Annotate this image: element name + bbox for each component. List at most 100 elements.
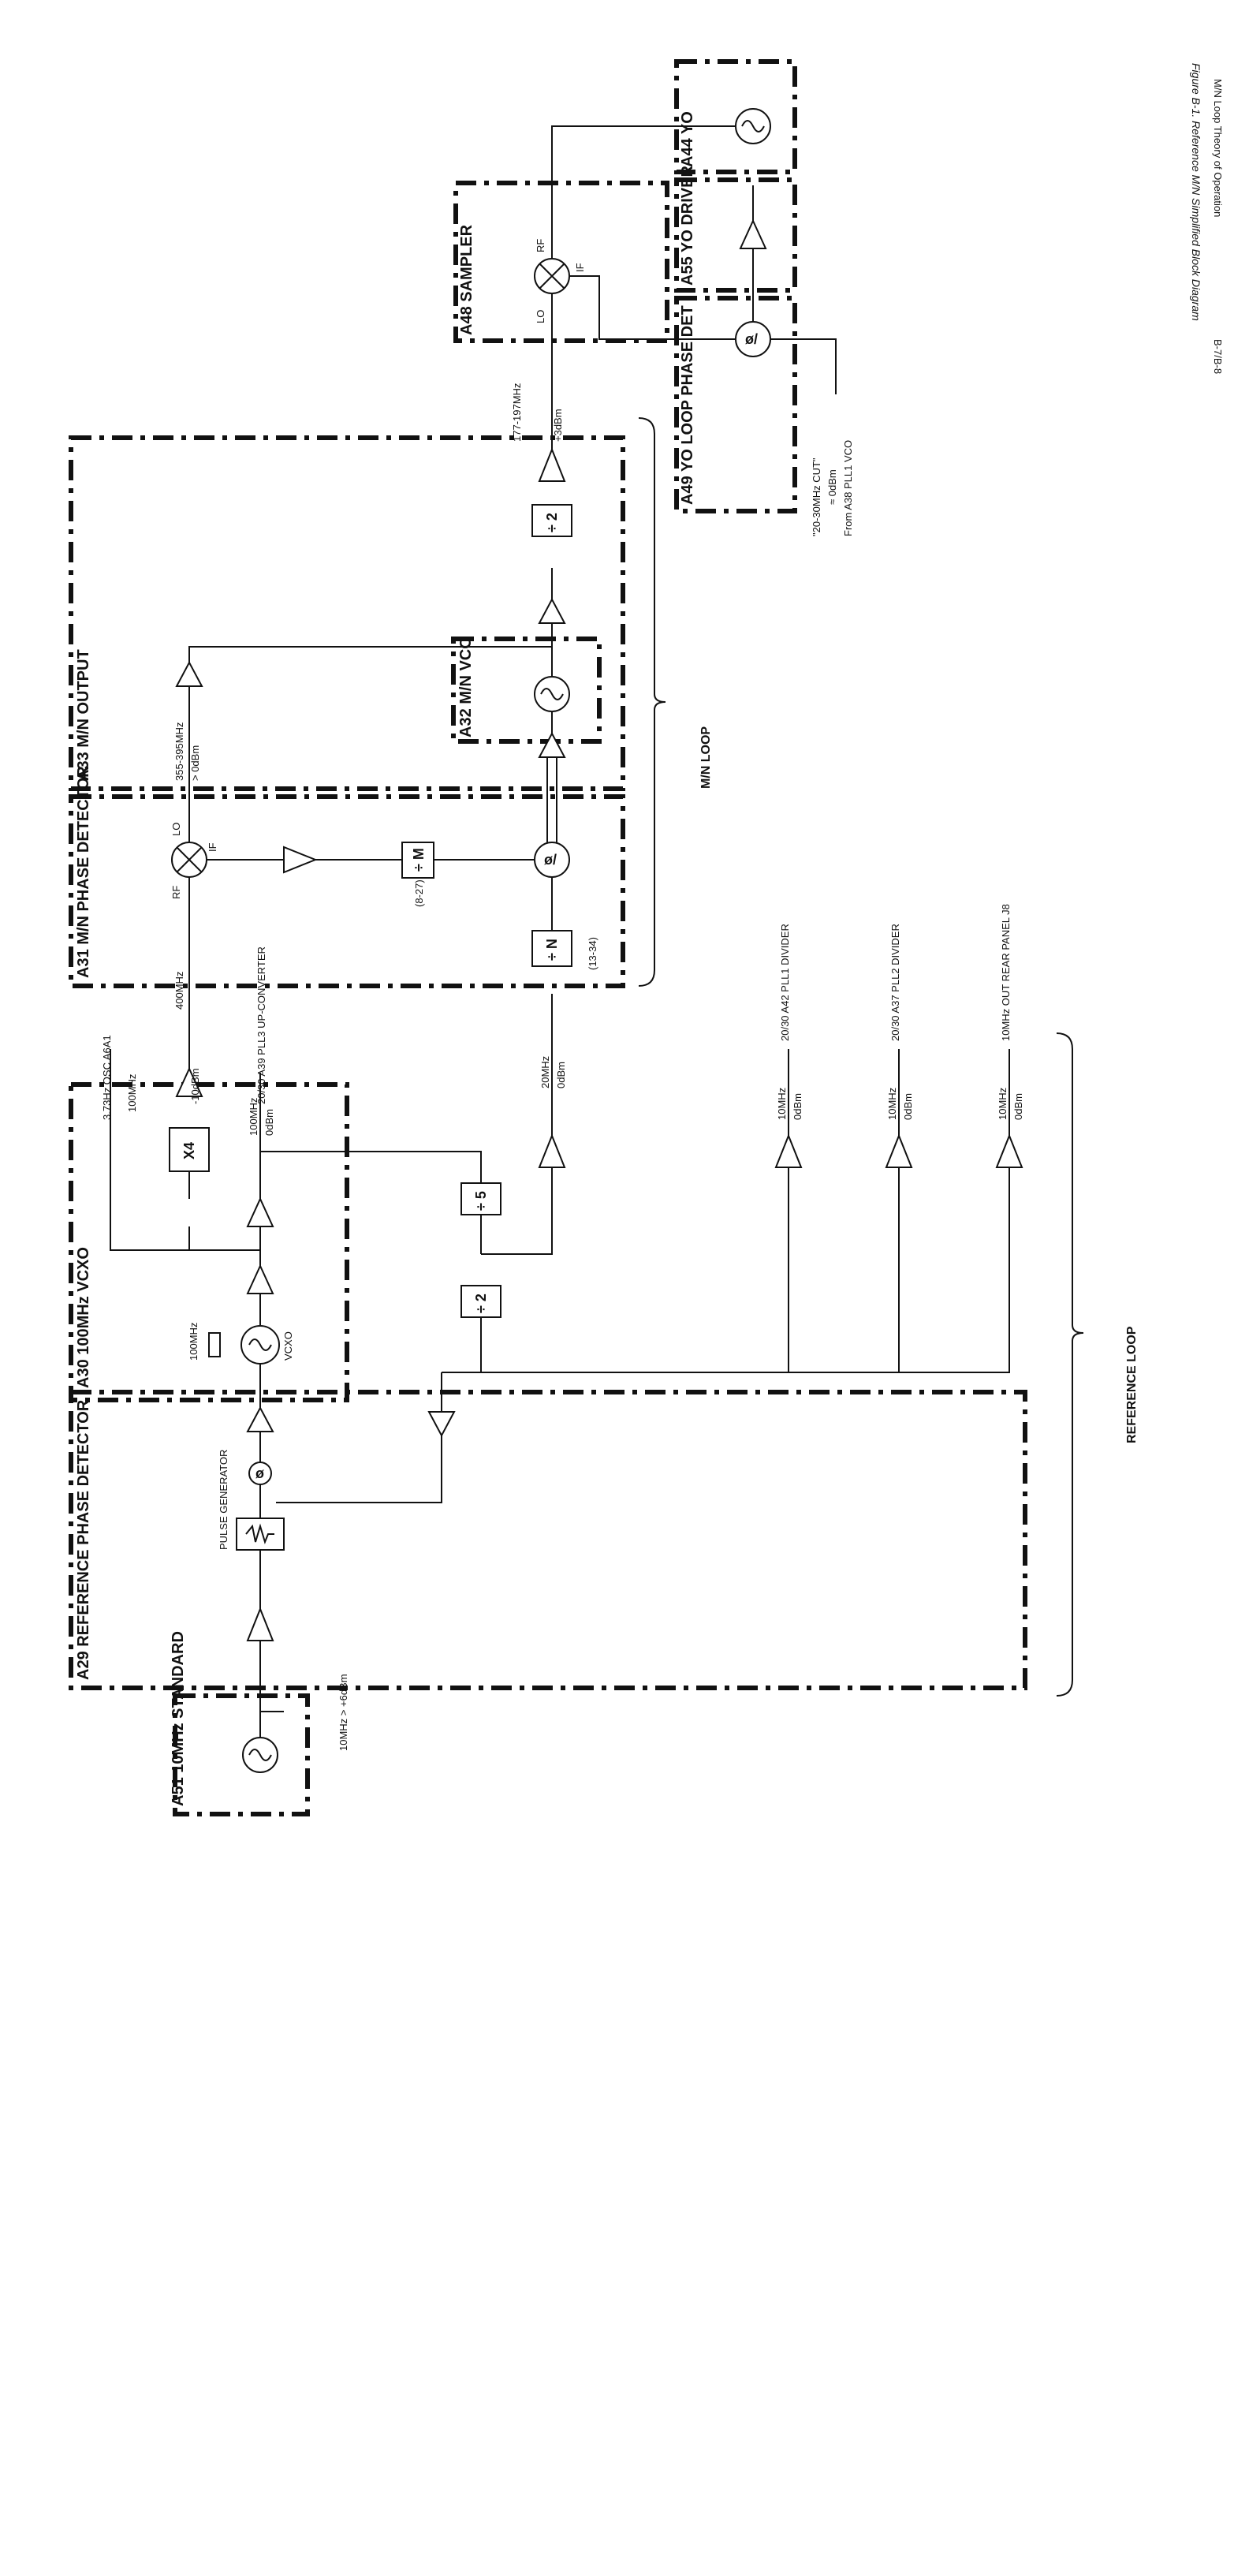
ref-amplifier-icon <box>246 1406 274 1432</box>
a48-title: A48 SAMPLER <box>458 224 475 335</box>
vco-band-label: 355-395MHz <box>173 722 185 781</box>
mn-loop-bracket: M/N LOOP <box>638 417 713 987</box>
a29-title: A29 REFERENCE PHASE DETECTOR <box>75 1399 92 1680</box>
s400-label: 400MHz <box>173 972 185 1010</box>
std-out-label: 10MHz > +6dBm <box>337 1674 349 1751</box>
crystal-label: 100MHz <box>188 1323 199 1361</box>
mixer-rf-label: RF <box>170 886 182 899</box>
svg-text:ø/: ø/ <box>745 331 758 347</box>
reference-loop-label: REFERENCE LOOP <box>1125 1326 1139 1443</box>
from-a38-label: From A38 PLL1 VCO <box>842 440 854 536</box>
ref-10mhz-amp-a-icon <box>774 1133 803 1168</box>
a33-block <box>69 435 625 791</box>
out-band-label: 177-197MHz <box>511 383 523 442</box>
feedback-amp-icon <box>427 1411 456 1438</box>
div5-label: ÷ 5 <box>473 1191 489 1211</box>
reference-loop-bracket: REFERENCE LOOP <box>1056 1032 1139 1697</box>
div5-block <box>460 1182 501 1215</box>
vcxo-100-label: 100MHz <box>126 1074 138 1112</box>
if-cut-label: "20-30MHz CUT" <box>811 457 822 536</box>
a33-title: A33 M/N OUTPUT <box>75 649 92 781</box>
a44-title: A44 YO <box>679 111 696 167</box>
a48-block <box>453 181 669 343</box>
crystal-icon <box>208 1332 221 1357</box>
j8-destination-label: 10MHz OUT REAR PANEL J8 <box>1000 904 1012 1041</box>
output-div2-block <box>531 504 572 537</box>
sampler-if-label: IF <box>574 263 586 272</box>
divM-block <box>401 842 434 879</box>
ref-10mhz-amp-b-icon <box>885 1133 913 1168</box>
s0dbm-b-label: 0dBm <box>555 1062 567 1088</box>
s10c-label: 10MHz <box>997 1088 1009 1120</box>
sampler-lo-label: LO <box>535 310 546 323</box>
a30-title: A30 100MHz VCXO <box>75 1247 92 1388</box>
yo-phase-detector-icon <box>735 321 771 357</box>
a51-block <box>173 1693 310 1816</box>
divN-block <box>531 930 572 967</box>
mn-loop-label: M/N LOOP <box>699 726 713 789</box>
vco-input-amp-icon <box>538 731 566 758</box>
a32-block <box>451 637 602 744</box>
a49-title: A49 YO LOOP PHASE DET <box>679 305 696 505</box>
divM-label: ÷ M <box>411 848 427 872</box>
a55-title: A55 YO DRIVER <box>679 166 696 286</box>
a31-block <box>69 794 625 988</box>
caption-page: B-7/B-8 <box>1212 339 1224 374</box>
s10b-label: 10MHz <box>886 1088 898 1120</box>
svg-text:ø/: ø/ <box>544 852 557 868</box>
signal-labels: 10MHz > +6dBm 100MHz 3.73Hz OSC A6A1 400… <box>101 383 1024 1751</box>
vcxo-amp1-icon <box>246 1264 274 1294</box>
figure-caption: Figure B-1. Reference M/N Simplified Blo… <box>1190 63 1224 374</box>
a42-destination-label: 20/30 A42 PLL1 DIVIDER <box>779 924 791 1041</box>
vco-level-label: > 0dBm <box>189 745 201 781</box>
vcxo-label: VCXO <box>282 1331 294 1361</box>
if-level-label: ≈ 0dBm <box>826 469 838 505</box>
s10a-label: 10MHz <box>776 1088 788 1120</box>
m-range-label: (8-27) <box>413 879 425 907</box>
output-div2-label: ÷ 2 <box>544 513 560 532</box>
output-amp-icon <box>538 447 566 482</box>
yo-driver-icon <box>739 218 767 249</box>
mn-phase-detector-icon <box>534 842 570 878</box>
x4-multiplier-block <box>169 1127 210 1172</box>
pulse-generator-block <box>236 1518 285 1551</box>
x4-amp-icon <box>175 1066 203 1097</box>
a32-title: A32 M/N VCO <box>457 637 475 737</box>
std-amplifier-icon <box>246 1607 274 1641</box>
vco-feedback-amp-icon <box>175 660 203 687</box>
ref-10mhz-amp-c-icon <box>995 1133 1023 1168</box>
a39-destination-label: 20/30 A39 PLL3 UP-CONVERTER <box>255 946 267 1104</box>
s100b-label: 100MHz <box>248 1098 259 1136</box>
mixer-if-label: IF <box>207 842 218 852</box>
pulse-generator-label: PULSE GENERATOR <box>218 1450 229 1550</box>
divN-label: ÷ N <box>544 939 560 961</box>
a37-destination-label: 20/30 A37 PLL2 DIVIDER <box>889 924 901 1041</box>
vcxo-amp2-icon <box>246 1197 274 1227</box>
s0dbm-d-label: 0dBm <box>902 1093 914 1120</box>
out-level-label: +3dBm <box>552 409 564 442</box>
a49-block <box>674 296 797 513</box>
a29-block <box>69 1390 1027 1690</box>
osc-destination-label: 3.73Hz OSC A6A1 <box>101 1035 113 1120</box>
s0dbm-a-label: 0dBm <box>263 1109 275 1136</box>
caption-section: M/N Loop Theory of Operation <box>1212 79 1224 217</box>
a51-title: A51 10MHz STANDARD <box>170 1631 187 1806</box>
a55-block <box>674 177 797 293</box>
div2-block <box>460 1285 501 1318</box>
svg-text:ø: ø <box>255 1465 264 1481</box>
m10dbm-label: -10dBm <box>189 1068 201 1104</box>
if-amp-icon <box>283 846 318 874</box>
ref-20mhz-amp-icon <box>538 1133 566 1168</box>
mixer-lo-label: LO <box>170 823 182 836</box>
a44-block <box>674 59 797 174</box>
s0dbm-e-label: 0dBm <box>1012 1093 1024 1120</box>
div2-label: ÷ 2 <box>473 1294 489 1313</box>
a30-block <box>69 1082 349 1402</box>
ref-phase-detector-icon <box>248 1462 272 1485</box>
s20-label: 20MHz <box>539 1056 551 1088</box>
sampler-rf-label: RF <box>535 239 546 252</box>
n-range-label: (13-34) <box>587 937 598 970</box>
caption-figure: Figure B-1. Reference M/N Simplified Blo… <box>1190 63 1202 321</box>
vco-out-amp-icon <box>538 597 566 624</box>
